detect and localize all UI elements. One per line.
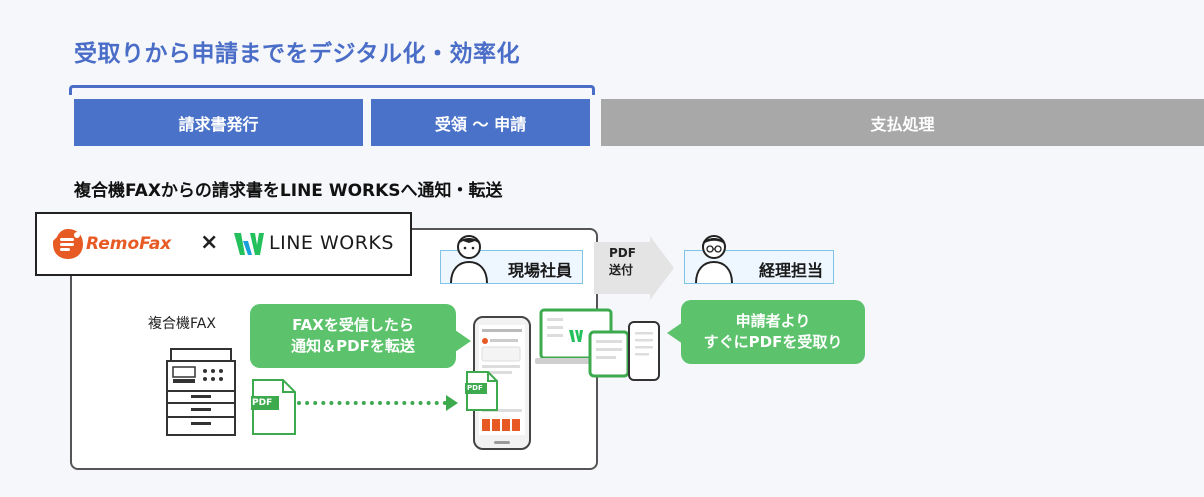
person-icon: [695, 235, 733, 284]
slide-title: 受取りから申請までをデジタル化・効率化: [74, 41, 521, 67]
pdf-badge-text: PDF: [252, 398, 273, 408]
remofax-wordmark: RemoFax: [86, 234, 172, 254]
pdf-transfer-line2: 送付: [609, 263, 634, 277]
smartphone-icon: [473, 316, 531, 450]
phase-payment: 支払処理: [601, 99, 1204, 146]
transfer-dotted-line: [297, 401, 447, 405]
lineworks-logo-icon: [234, 233, 264, 255]
smartphone-icon: [628, 321, 660, 381]
fax-machine-icon: [166, 348, 236, 436]
lineworks-wordmark: LINE WORKS: [269, 232, 394, 254]
fax-machine-label: 複合機FAX: [148, 316, 216, 332]
collaboration-times: ×: [200, 230, 219, 255]
logo-box: RemoFax × LINE WORKS: [35, 212, 412, 276]
callout-accounting-receive-line2: すぐにPDFを受取り: [703, 333, 843, 351]
phase-invoice-issue: 請求書発行: [74, 99, 363, 146]
callout-pointer: [455, 330, 471, 352]
flow-subtitle: 複合機FAXからの請求書をLINE WORKSへ通知・転送: [74, 181, 503, 201]
pdf-transfer-label: PDF 送付: [609, 245, 636, 279]
callout-accounting-receive: 申請者より すぐにPDFを受取り: [681, 300, 865, 364]
scope-bracket: [69, 85, 595, 95]
role-label-accounting: 経理担当: [758, 261, 823, 280]
pdf-transfer-line1: PDF: [609, 246, 636, 260]
role-label-field-staff: 現場社員: [507, 261, 572, 280]
callout-accounting-receive-line1: 申請者より: [735, 312, 811, 330]
callout-pointer: [667, 322, 683, 344]
pdf-badge-text: PDF: [467, 384, 483, 392]
remofax-logo-icon: [53, 229, 83, 259]
callout-fax-receive: FAXを受信したら 通知＆PDFを転送: [250, 304, 456, 368]
pdf-document-icon: [465, 371, 498, 411]
pdf-document-icon: [251, 379, 296, 435]
pdf-transfer-arrow: [594, 236, 674, 300]
callout-fax-receive-line1: FAXを受信したら: [292, 316, 414, 334]
person-icon: [450, 235, 488, 284]
transfer-dotted-arrowhead: [446, 395, 458, 411]
callout-fax-receive-line2: 通知＆PDFを転送: [291, 337, 415, 355]
phase-receive-apply: 受領 ～ 申請: [371, 99, 590, 146]
tablet-icon: [588, 330, 630, 378]
